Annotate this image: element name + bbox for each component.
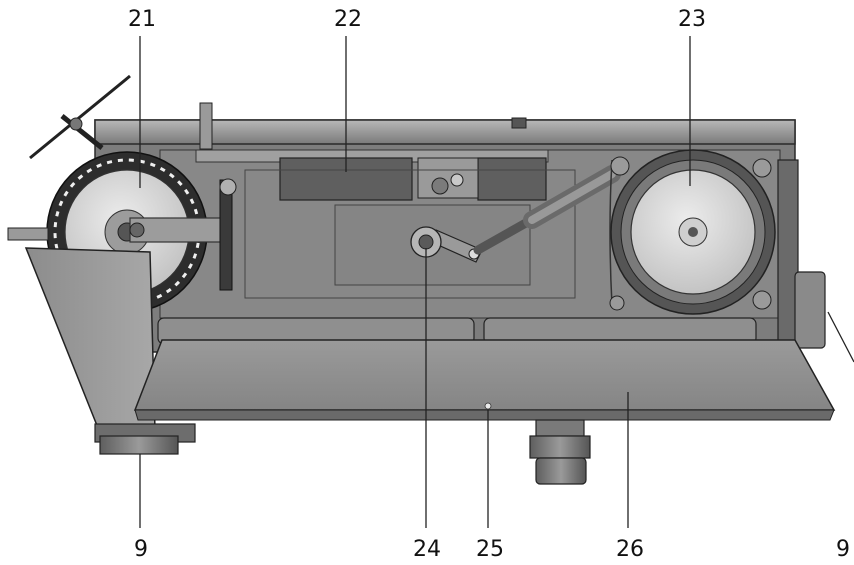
right-drive-wheel [609, 149, 776, 315]
crank-assembly [410, 226, 483, 263]
callout-24: 24 [413, 537, 441, 562]
gas-spring-piston [473, 165, 621, 255]
bottom-rollers [157, 317, 757, 345]
callout-21: 21 [128, 7, 156, 32]
left-chute [7, 227, 156, 431]
left-foot [94, 423, 196, 455]
callout-9-right: 9 [836, 537, 850, 562]
leader-lines [139, 36, 854, 528]
drip-tray [133, 339, 836, 421]
callout-26: 26 [616, 537, 644, 562]
callout-25: 25 [476, 537, 504, 562]
callout-22: 22 [334, 7, 362, 32]
adjustment-rod [29, 74, 131, 160]
callout-23: 23 [678, 7, 706, 32]
leader-9-right [827, 311, 854, 363]
callout-labels: 21 22 23 9 24 25 26 9 [128, 7, 850, 562]
callout-9-left: 9 [134, 537, 148, 562]
left-drive-arm [129, 178, 237, 291]
center-outlet [529, 419, 591, 485]
upper-cover-plate [195, 149, 549, 201]
